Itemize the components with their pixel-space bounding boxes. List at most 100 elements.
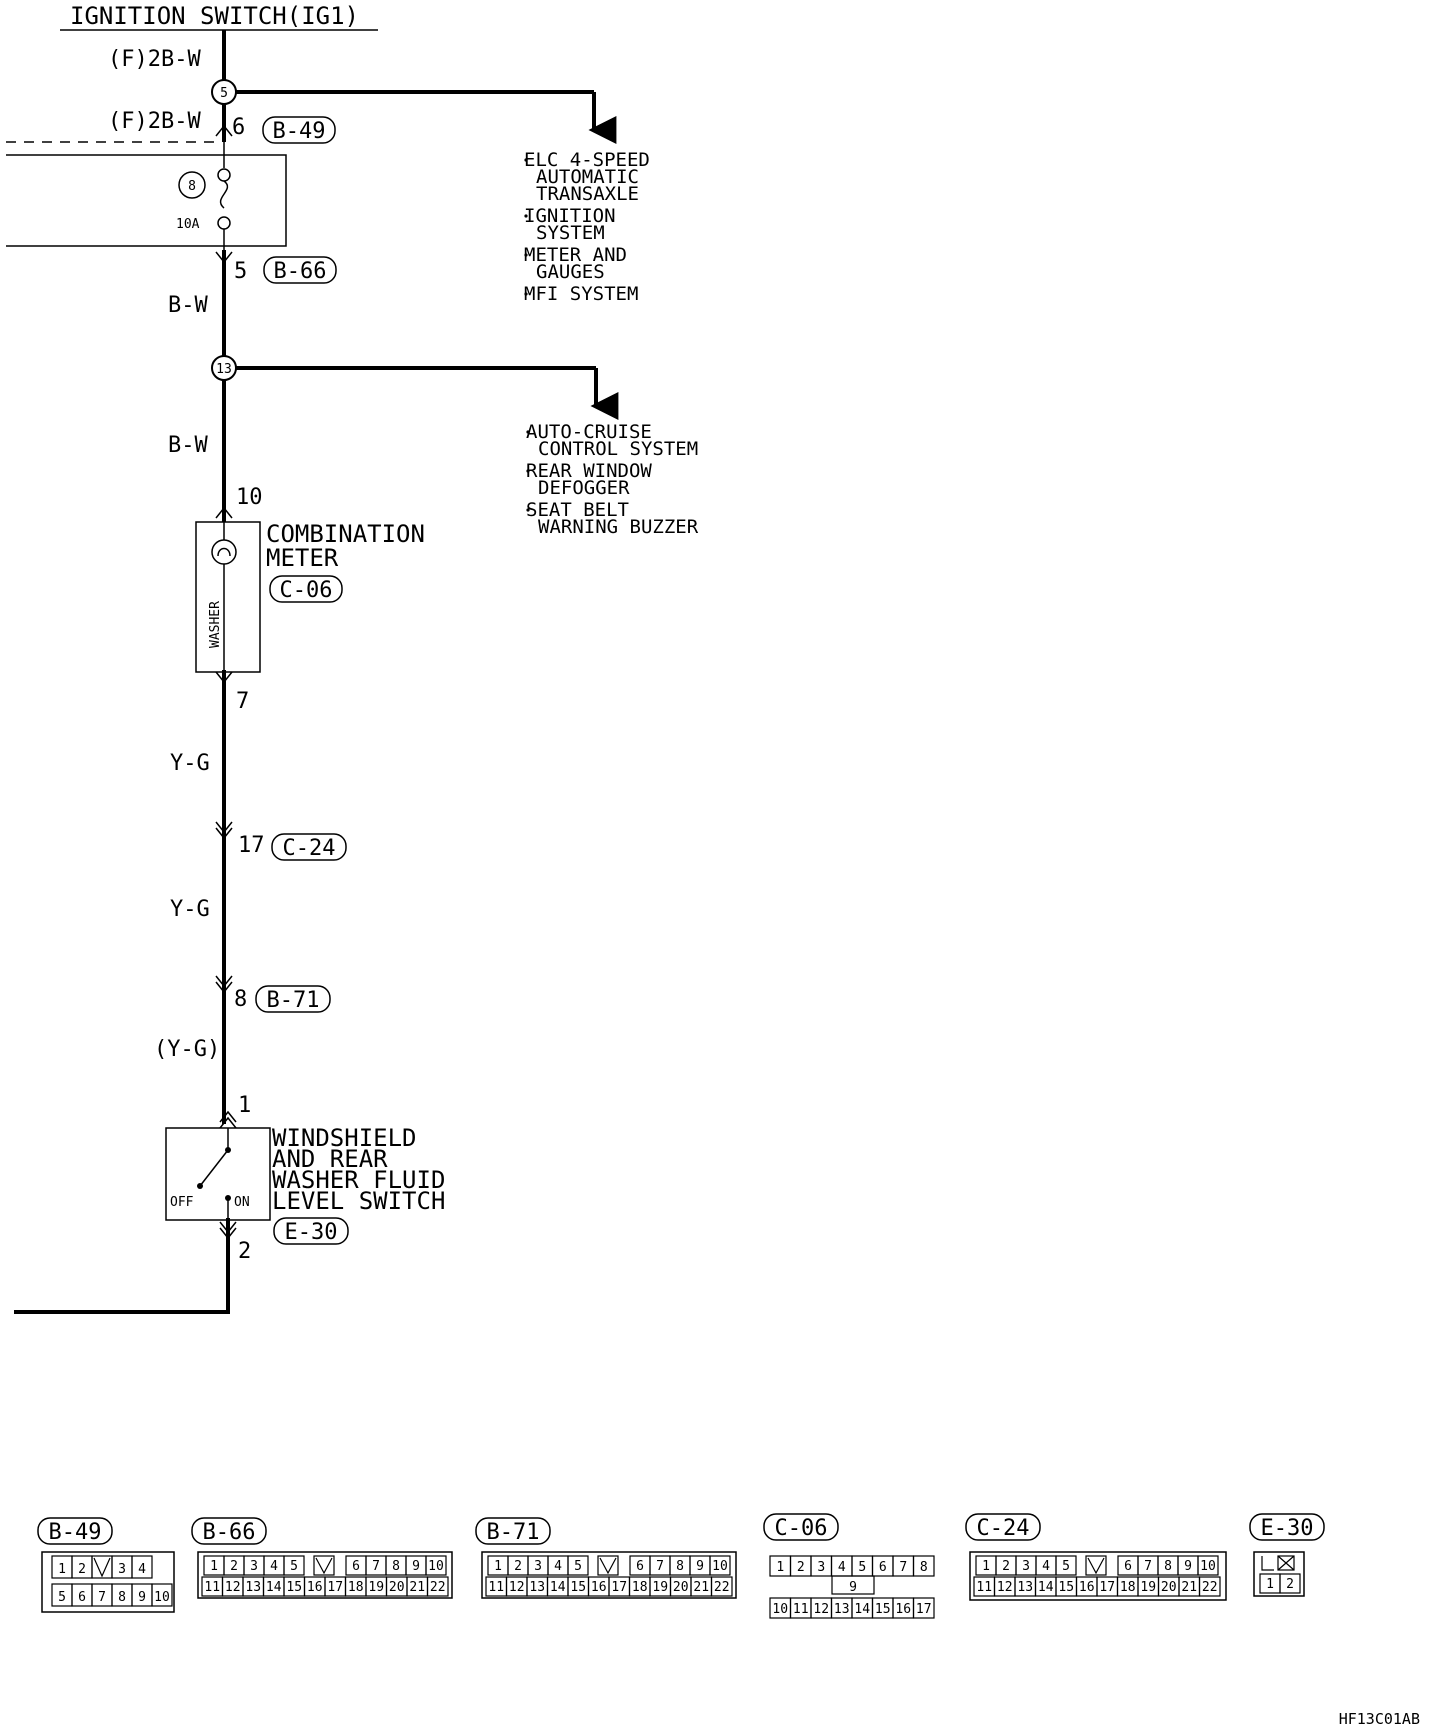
fuse-rating: 10A bbox=[176, 217, 200, 232]
face-pin-b71-10: 10 bbox=[712, 1559, 728, 1574]
figure-code: HF13C01AB bbox=[1339, 1710, 1420, 1728]
meter-inner-label: WASHER bbox=[208, 601, 223, 648]
switch-name-line3: WASHER FLUID bbox=[272, 1166, 445, 1194]
face-pin-c06-6: 6 bbox=[879, 1560, 887, 1575]
connector-c06-label: C-06 bbox=[280, 578, 333, 603]
face-pin-c06-5: 5 bbox=[858, 1560, 866, 1575]
face-key-b49 bbox=[93, 1557, 111, 1578]
face-body-c24 bbox=[969, 1551, 1227, 1601]
face-pin-b49-6: 6 bbox=[78, 1590, 86, 1605]
pin8-terminal-a bbox=[215, 975, 233, 988]
face-pin-b49-1: 1 bbox=[58, 1562, 66, 1577]
level-switch-box bbox=[165, 1127, 271, 1221]
wire-label-bw1: B-W bbox=[168, 293, 208, 318]
face-lock-e30 bbox=[1277, 1555, 1295, 1571]
face-pin-b71-12: 12 bbox=[509, 1580, 525, 1595]
splice-node-13-label: 13 bbox=[216, 362, 232, 377]
face-pin-b71-3: 3 bbox=[534, 1559, 542, 1574]
face-pin-b66-3: 3 bbox=[250, 1559, 258, 1574]
face-pin-c06-3: 3 bbox=[817, 1560, 825, 1575]
face-pin-c06-17: 17 bbox=[916, 1602, 932, 1617]
face-pin-e30-1: 1 bbox=[1266, 1577, 1274, 1592]
switch-off-label: OFF bbox=[170, 1195, 194, 1210]
pin7-terminal bbox=[215, 671, 233, 684]
branch1-item-1: ELC 4-SPEED bbox=[524, 149, 650, 171]
pin2-terminal-a bbox=[219, 1221, 237, 1234]
face-body-b71 bbox=[481, 1551, 737, 1599]
face-pin-b71-21: 21 bbox=[693, 1580, 709, 1595]
pin2-terminal-b bbox=[219, 1227, 237, 1240]
connector-tag-c24 bbox=[271, 833, 347, 861]
face-cell-b66-r1k-0 bbox=[313, 1555, 335, 1576]
face-cell-b71-r1b-4 bbox=[709, 1555, 731, 1576]
switch-blade bbox=[199, 1149, 229, 1187]
fuse-element bbox=[219, 180, 229, 209]
face-pin-b71-20: 20 bbox=[673, 1580, 689, 1595]
face-pin-b71-22: 22 bbox=[714, 1580, 730, 1595]
branch2-item-3: REAR WINDOW bbox=[526, 460, 652, 482]
face-pin-c24-12: 12 bbox=[997, 1580, 1013, 1595]
pin5-terminal bbox=[215, 251, 233, 264]
face-pin-c06-2: 2 bbox=[797, 1560, 805, 1575]
bullet-4 bbox=[524, 292, 528, 296]
meter-name-line2: METER bbox=[266, 544, 339, 572]
face-cell-b66-r1a-4 bbox=[283, 1555, 305, 1576]
face-pin-c06-14: 14 bbox=[854, 1602, 870, 1617]
face-pin-b66-17: 17 bbox=[327, 1580, 343, 1595]
face-pin-b66-15: 15 bbox=[286, 1580, 302, 1595]
face-cell-b71-r2-11 bbox=[710, 1576, 733, 1597]
lamp-filament bbox=[217, 547, 231, 557]
face-pin-c24-20: 20 bbox=[1161, 1580, 1177, 1595]
switch-on-label: ON bbox=[234, 1195, 250, 1210]
connector-b66-label: B-66 bbox=[274, 259, 327, 284]
face-tag-b71 bbox=[475, 1517, 551, 1545]
face-latch-e30 bbox=[1261, 1556, 1274, 1571]
pin-7: 7 bbox=[236, 689, 249, 714]
face-pin-c24-13: 13 bbox=[1017, 1580, 1033, 1595]
face-pin-b49-7: 7 bbox=[98, 1590, 106, 1605]
connector-tag-b71 bbox=[255, 985, 331, 1013]
branch1-item-6: METER AND bbox=[524, 244, 627, 266]
face-pin-c24-5: 5 bbox=[1062, 1559, 1070, 1574]
face-pin-b49-8: 8 bbox=[118, 1590, 126, 1605]
branch1-item-7: GAUGES bbox=[536, 261, 605, 283]
face-label-b71: B-71 bbox=[487, 1520, 540, 1545]
face-pin-c24-9: 9 bbox=[1184, 1559, 1192, 1574]
connector-b49-label: B-49 bbox=[273, 119, 326, 144]
face-pin-c24-7: 7 bbox=[1144, 1559, 1152, 1574]
pin-2: 2 bbox=[238, 1239, 251, 1264]
diagram-title: IGNITION SWITCH(IG1) bbox=[70, 2, 359, 30]
face-pin-c24-17: 17 bbox=[1099, 1580, 1115, 1595]
face-pin-c24-15: 15 bbox=[1058, 1580, 1074, 1595]
wire-label-yg2: Y-G bbox=[170, 897, 210, 922]
pin10-terminal bbox=[215, 506, 233, 519]
branch1-item-4: IGNITION bbox=[524, 205, 616, 227]
combination-meter-box bbox=[195, 521, 261, 673]
branch2-item-5: SEAT BELT bbox=[526, 499, 629, 521]
switch-name-line2: AND REAR bbox=[272, 1145, 388, 1173]
face-cell-c06-r1-7 bbox=[912, 1555, 935, 1577]
bullet-7 bbox=[526, 508, 530, 512]
pin17-terminal-a bbox=[215, 821, 233, 834]
fuse-number: 8 bbox=[188, 179, 196, 194]
face-cell-c06-r2-7 bbox=[912, 1597, 935, 1619]
pin8-terminal-b bbox=[215, 981, 233, 994]
face-pin-c24-19: 19 bbox=[1140, 1580, 1156, 1595]
face-cell-b66-r1b-4 bbox=[425, 1555, 447, 1576]
branch2-item-1: AUTO-CRUISE bbox=[526, 421, 652, 443]
face-pin-c06-11: 11 bbox=[793, 1602, 809, 1617]
pin-6: 6 bbox=[232, 115, 245, 140]
face-pin-b66-20: 20 bbox=[389, 1580, 405, 1595]
wire-label-bw2: B-W bbox=[168, 433, 208, 458]
pin-8: 8 bbox=[234, 987, 247, 1012]
connector-b71-label: B-71 bbox=[267, 988, 320, 1013]
pin6-terminal bbox=[215, 124, 233, 137]
face-cell-e30-r2-1 bbox=[1279, 1573, 1301, 1594]
face-pin-c24-14: 14 bbox=[1038, 1580, 1054, 1595]
face-key-b66 bbox=[315, 1557, 333, 1575]
pin-5: 5 bbox=[234, 259, 247, 284]
face-pin-c24-18: 18 bbox=[1120, 1580, 1136, 1595]
face-pin-b71-5: 5 bbox=[574, 1559, 582, 1574]
face-pin-c24-4: 4 bbox=[1042, 1559, 1050, 1574]
